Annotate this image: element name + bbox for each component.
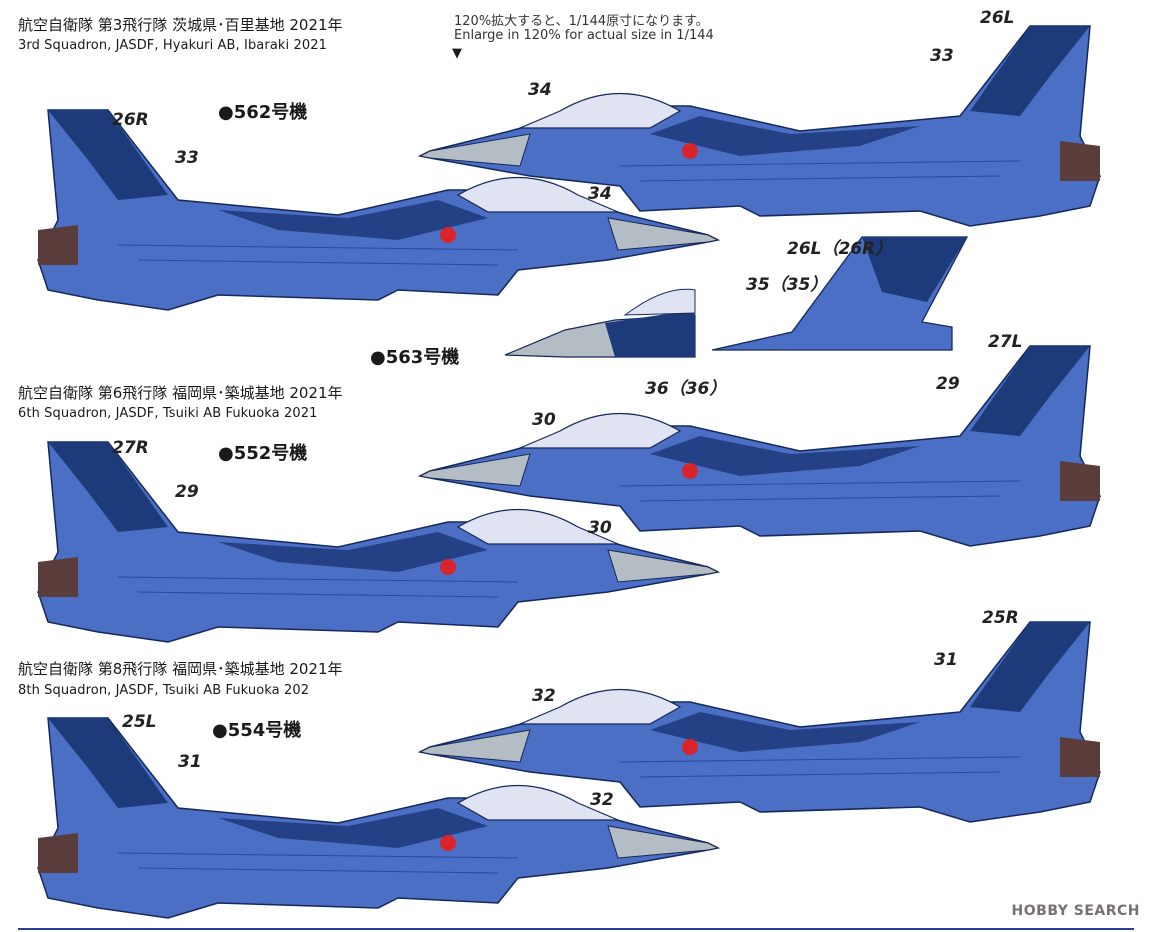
label-29-top: 29 [936,374,960,394]
label-30-left: 30 [588,518,612,538]
label-26L: 26L [980,8,1015,28]
section3-title-jp: 航空自衛隊 第8飛行隊 福岡県･築城基地 2021年 [18,660,343,678]
label-30-top: 30 [532,410,556,430]
model-562: ●562号機 [218,102,308,123]
label-25L: 25L [122,712,157,732]
label-29-left: 29 [175,482,199,502]
label-31-left: 31 [178,752,202,772]
jet-554-right-view [37,717,719,919]
label-34-top: 34 [528,80,552,100]
model-554: ●554号機 [212,720,302,741]
label-35-35: 35（35） [746,275,828,295]
scale-note-en: Enlarge in 120% for actual size in 1/144 [454,28,714,43]
label-25R: 25R [982,608,1019,628]
label-27R: 27R [112,438,149,458]
label-26L-26R: 26L（26R） [787,239,893,259]
watermark: HOBBY SEARCH [1011,903,1140,919]
label-26R: 26R [112,110,149,130]
jet-562-right-view [37,109,719,311]
tail-detail-563 [711,236,969,351]
label-33-left: 33 [175,148,199,168]
scale-note-jp: 120%拡大すると、1/144原寸になります。 [454,14,709,29]
label-31-top: 31 [934,650,958,670]
label-32-left: 32 [590,790,614,810]
label-27L: 27L [988,332,1023,352]
section2-title-en: 6th Squadron, JASDF, Tsuiki AB Fukuoka 2… [18,406,318,421]
model-563: ●563号機 [370,347,460,368]
section1-title-en: 3rd Squadron, JASDF, Hyakuri AB, Ibaraki… [18,38,327,53]
section1-title-jp: 航空自衛隊 第3飛行隊 茨城県･百里基地 2021年 [18,16,343,34]
label-34-left: 34 [588,184,612,204]
scale-note-arrow: ▼ [452,46,462,61]
footer-rule [18,928,1134,930]
nose-detail-563 [504,288,696,358]
label-36-36: 36（36） [645,379,727,399]
jet-552-right-view [37,441,719,643]
section2-title-jp: 航空自衛隊 第6飛行隊 福岡県･築城基地 2021年 [18,384,343,402]
model-552: ●552号機 [218,443,308,464]
label-32-top: 32 [532,686,556,706]
section3-title-en: 8th Squadron, JASDF, Tsuiki AB Fukuoka 2… [18,683,310,698]
label-33-top: 33 [930,46,954,66]
